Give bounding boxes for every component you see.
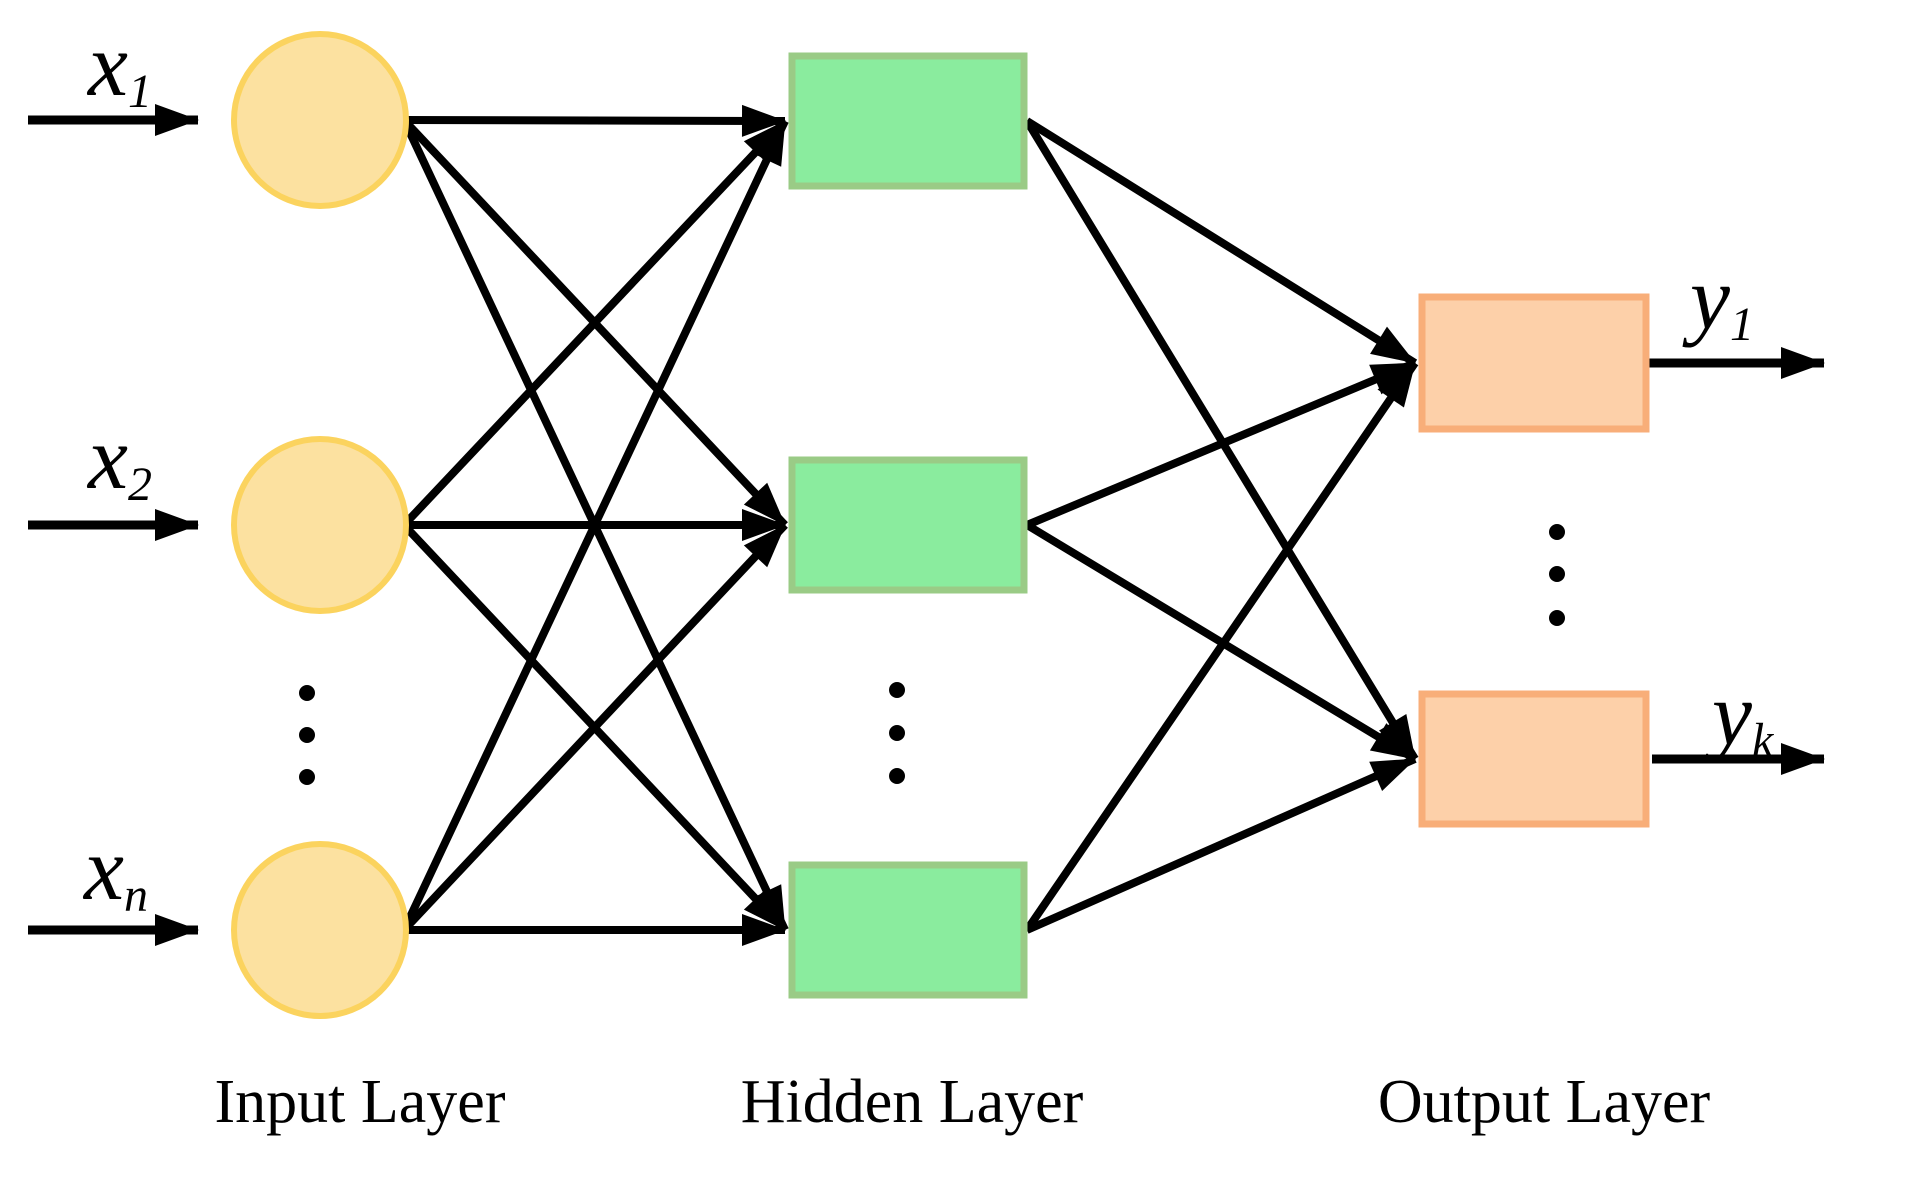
hidden-ellipsis-dot-3 — [889, 768, 905, 784]
edge-input3-hidden1 — [400, 119, 789, 932]
output-layer-nodes — [1418, 293, 1650, 828]
input-label-x1: x1 — [86, 16, 152, 118]
input-node-n — [231, 841, 409, 1019]
output-label-y1: y1 — [1682, 249, 1754, 351]
input-label-x2: x2 — [86, 409, 152, 511]
edge-hidden3-output1 — [1023, 360, 1419, 933]
input-ellipsis-dot-1 — [299, 685, 315, 701]
edges-hidden-to-output — [1023, 117, 1419, 934]
edge-input3-hidden2 — [401, 522, 788, 933]
output-ellipsis — [1549, 524, 1565, 626]
input-ellipsis-dot-2 — [299, 727, 315, 743]
hidden-ellipsis-dot-1 — [889, 682, 905, 698]
output-node-k — [1418, 690, 1650, 828]
input-ellipsis — [299, 685, 315, 785]
input-node-1 — [231, 31, 409, 209]
output-label-yk: yk — [1704, 665, 1775, 767]
edge-hidden3-output2 — [1025, 755, 1417, 934]
hidden-node-2 — [788, 456, 1028, 594]
hidden-node-3 — [788, 861, 1028, 999]
edge-hidden2-output1 — [1025, 359, 1417, 529]
hidden-ellipsis-dot-2 — [889, 725, 905, 741]
input-ellipsis-dot-3 — [299, 769, 315, 785]
output-node-1 — [1418, 293, 1650, 433]
edge-input1-hidden1 — [403, 104, 786, 137]
output-ellipsis-dot-3 — [1549, 610, 1565, 626]
hidden-layer-nodes — [788, 52, 1028, 999]
input-node-2 — [231, 436, 409, 614]
output-ellipsis-dot-1 — [1549, 524, 1565, 540]
input-label-xn: xn — [82, 820, 148, 922]
edge-hidden1-output1 — [1024, 117, 1418, 367]
output-ellipsis-dot-2 — [1549, 566, 1565, 582]
input-layer-nodes — [231, 31, 409, 1019]
edges-input-to-hidden — [400, 104, 789, 946]
hidden-ellipsis — [889, 682, 905, 784]
caption-output-layer: Output Layer — [1378, 1068, 1711, 1136]
caption-hidden-layer: Hidden Layer — [741, 1068, 1084, 1136]
edge-input2-hidden1 — [401, 118, 788, 528]
caption-input-layer: Input Layer — [215, 1068, 506, 1136]
hidden-node-1 — [788, 52, 1028, 190]
